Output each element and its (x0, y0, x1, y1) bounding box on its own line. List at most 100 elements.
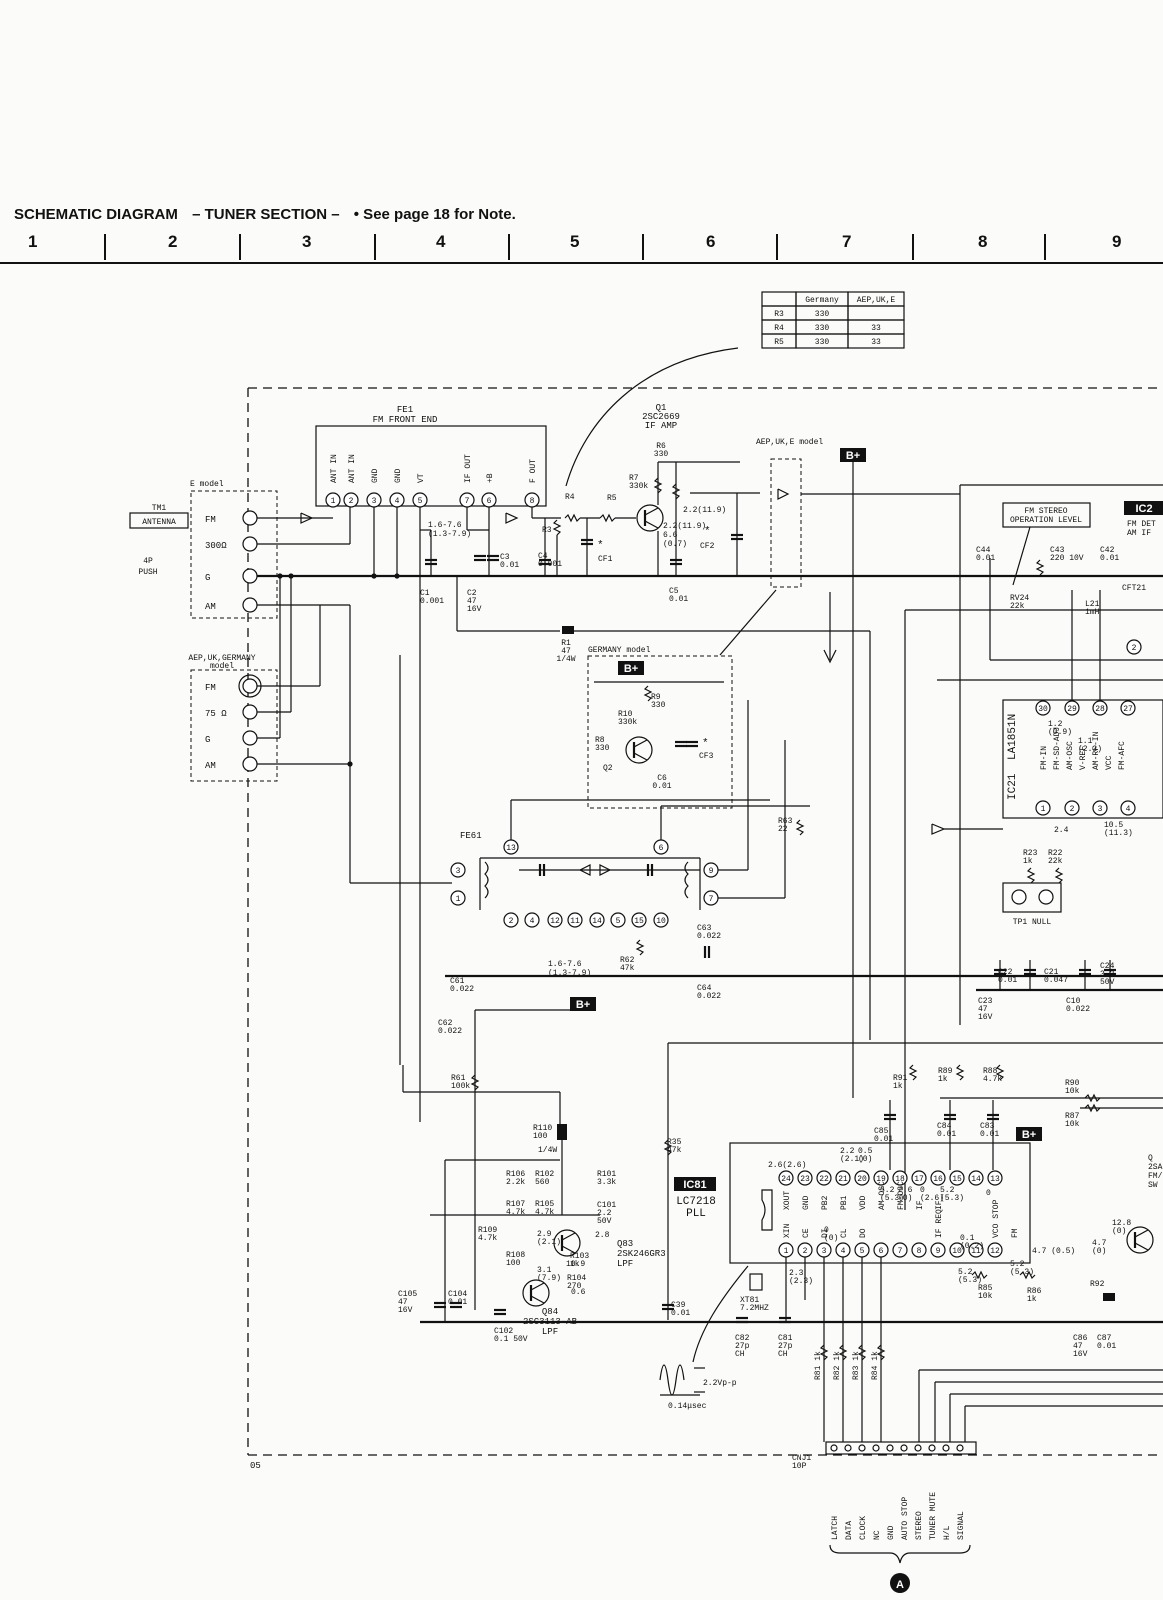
r63-label: 22 (778, 825, 788, 834)
r110-rating: 1/4W (538, 1146, 557, 1155)
c21-label: 0.047 (1044, 976, 1068, 985)
q83-label: LPF (617, 1259, 633, 1269)
ic81-pin (892, 1242, 908, 1258)
cft21-label: CFT21 (1122, 584, 1146, 593)
table-value: 33 (871, 338, 881, 347)
fe1-pin-label: IF OUT (464, 454, 473, 483)
r92-label: R92 (1090, 1280, 1105, 1289)
fe61-pin-number: 7 (709, 895, 714, 904)
r103-label: 1k (570, 1260, 580, 1269)
cft21-pin (1126, 639, 1142, 655)
voltage-label: 1.6-7.6 (428, 521, 462, 530)
q84-label: LPF (542, 1327, 558, 1337)
c61-label: C61 (450, 977, 465, 986)
b-plus-tag-text: B+ (576, 999, 590, 1011)
voltage-label: (0) (858, 1155, 872, 1164)
resistor-r23 (1026, 867, 1036, 884)
column-divider (1044, 234, 1046, 260)
ic81-pin (778, 1170, 794, 1186)
rv24-label: RV24 (1010, 594, 1029, 603)
arrow-icon (931, 823, 946, 835)
transistor-q84 (530, 1295, 545, 1304)
r35-label: 47k (667, 1146, 682, 1155)
c63-label: 0.022 (697, 932, 721, 941)
c42-label: C42 (1100, 546, 1115, 555)
fe61-pin (653, 912, 669, 928)
table-value: 330 (815, 324, 830, 333)
r3-label: R3 (542, 526, 552, 535)
c85-label: C85 (874, 1127, 889, 1136)
voltage-label: (11.3) (1104, 829, 1133, 838)
germany-model-insert (587, 655, 733, 809)
fe1-pin-number: 8 (530, 497, 535, 506)
ic81-pin-label: FM-OSC (897, 1181, 906, 1210)
c5-label: C5 (669, 587, 679, 596)
junction-dot (277, 573, 283, 579)
ic81-pin (949, 1170, 965, 1186)
voltage-label: 5.2 (940, 1186, 955, 1195)
r1-label: 1/4W (556, 655, 575, 664)
q1-label: Q1 (656, 403, 667, 413)
ic81-pin-label: XIN (783, 1223, 792, 1238)
resistor (955, 1064, 965, 1081)
resistor-r7 (653, 477, 663, 494)
ic21-pin-number: 28 (1095, 705, 1105, 714)
ic81-pin-number: 12 (990, 1247, 1000, 1256)
cnj1-signal-label: H/L (943, 1525, 952, 1540)
ic81-body (729, 1142, 1031, 1264)
l21-label: L21 (1085, 600, 1100, 609)
r107-label: 4.7k (506, 1208, 525, 1217)
voltage-label: 0 (986, 1189, 991, 1198)
antenna-label: ANTENNA (142, 518, 176, 527)
c44-label: 0.01 (976, 554, 995, 563)
ic81-pin-label: IF (916, 1200, 925, 1210)
cnj1-pin (886, 1444, 894, 1452)
resistor-r87 (1084, 1103, 1101, 1113)
resistor-r83 (857, 1344, 867, 1361)
junction-dot (371, 573, 377, 579)
qx-label: SW (1148, 1181, 1158, 1190)
resistor (908, 1064, 918, 1081)
ic81-pin-label: DO (859, 1228, 868, 1238)
voltage-label: 10.9 (566, 1260, 585, 1269)
leader-line (565, 347, 739, 487)
r101-label: R101 (597, 1170, 616, 1179)
r88-label: 4.7k (983, 1075, 1002, 1084)
transistor-q2 (633, 739, 648, 748)
fe1-ref: FE1 (397, 405, 413, 415)
ic81-pin-number: 17 (914, 1175, 924, 1184)
voltage-label: 1.2 (1048, 720, 1063, 729)
fe61-pin-number: 13 (506, 844, 516, 853)
ic81-pin-number: 19 (876, 1175, 886, 1184)
voltage-label: 0.6 (571, 1288, 586, 1297)
ic81-pin (949, 1242, 965, 1258)
ic81-pin (835, 1170, 851, 1186)
resistor-r3 (552, 519, 562, 536)
table-value: 330 (815, 338, 830, 347)
terminal (242, 678, 258, 694)
xt81-label: 7.2MHZ (740, 1304, 769, 1313)
column-divider (374, 234, 376, 260)
terminal (1038, 889, 1054, 905)
ic81-pin (930, 1242, 946, 1258)
ic21-body (1002, 699, 1163, 819)
r109-label: 4.7k (478, 1234, 497, 1243)
voltage-label: 2.6(2.6) (768, 1161, 806, 1170)
fe1-pin (325, 492, 341, 508)
connector-ref-marker (890, 1573, 910, 1593)
c105-label: C105 (398, 1290, 417, 1299)
c23-label: 16V (978, 1013, 993, 1022)
transistor-q84 (530, 1282, 545, 1291)
terminal (242, 597, 258, 613)
terminal-label: G (205, 573, 210, 583)
ic81-pin (911, 1242, 927, 1258)
fe61-pin-number: 4 (530, 917, 535, 926)
r8x-label: R83 1k (852, 1351, 861, 1380)
fe1-pin-label: VT (417, 473, 426, 483)
table-header: Germany (805, 296, 839, 305)
ic81-pin-label: PB1 (840, 1195, 849, 1210)
ic21-pin-label: AM-OSC (1066, 741, 1075, 770)
c81-label: CH (778, 1350, 788, 1359)
voltage-label: 5.2 (1010, 1260, 1025, 1269)
fe61-pin-number: 15 (634, 917, 644, 926)
